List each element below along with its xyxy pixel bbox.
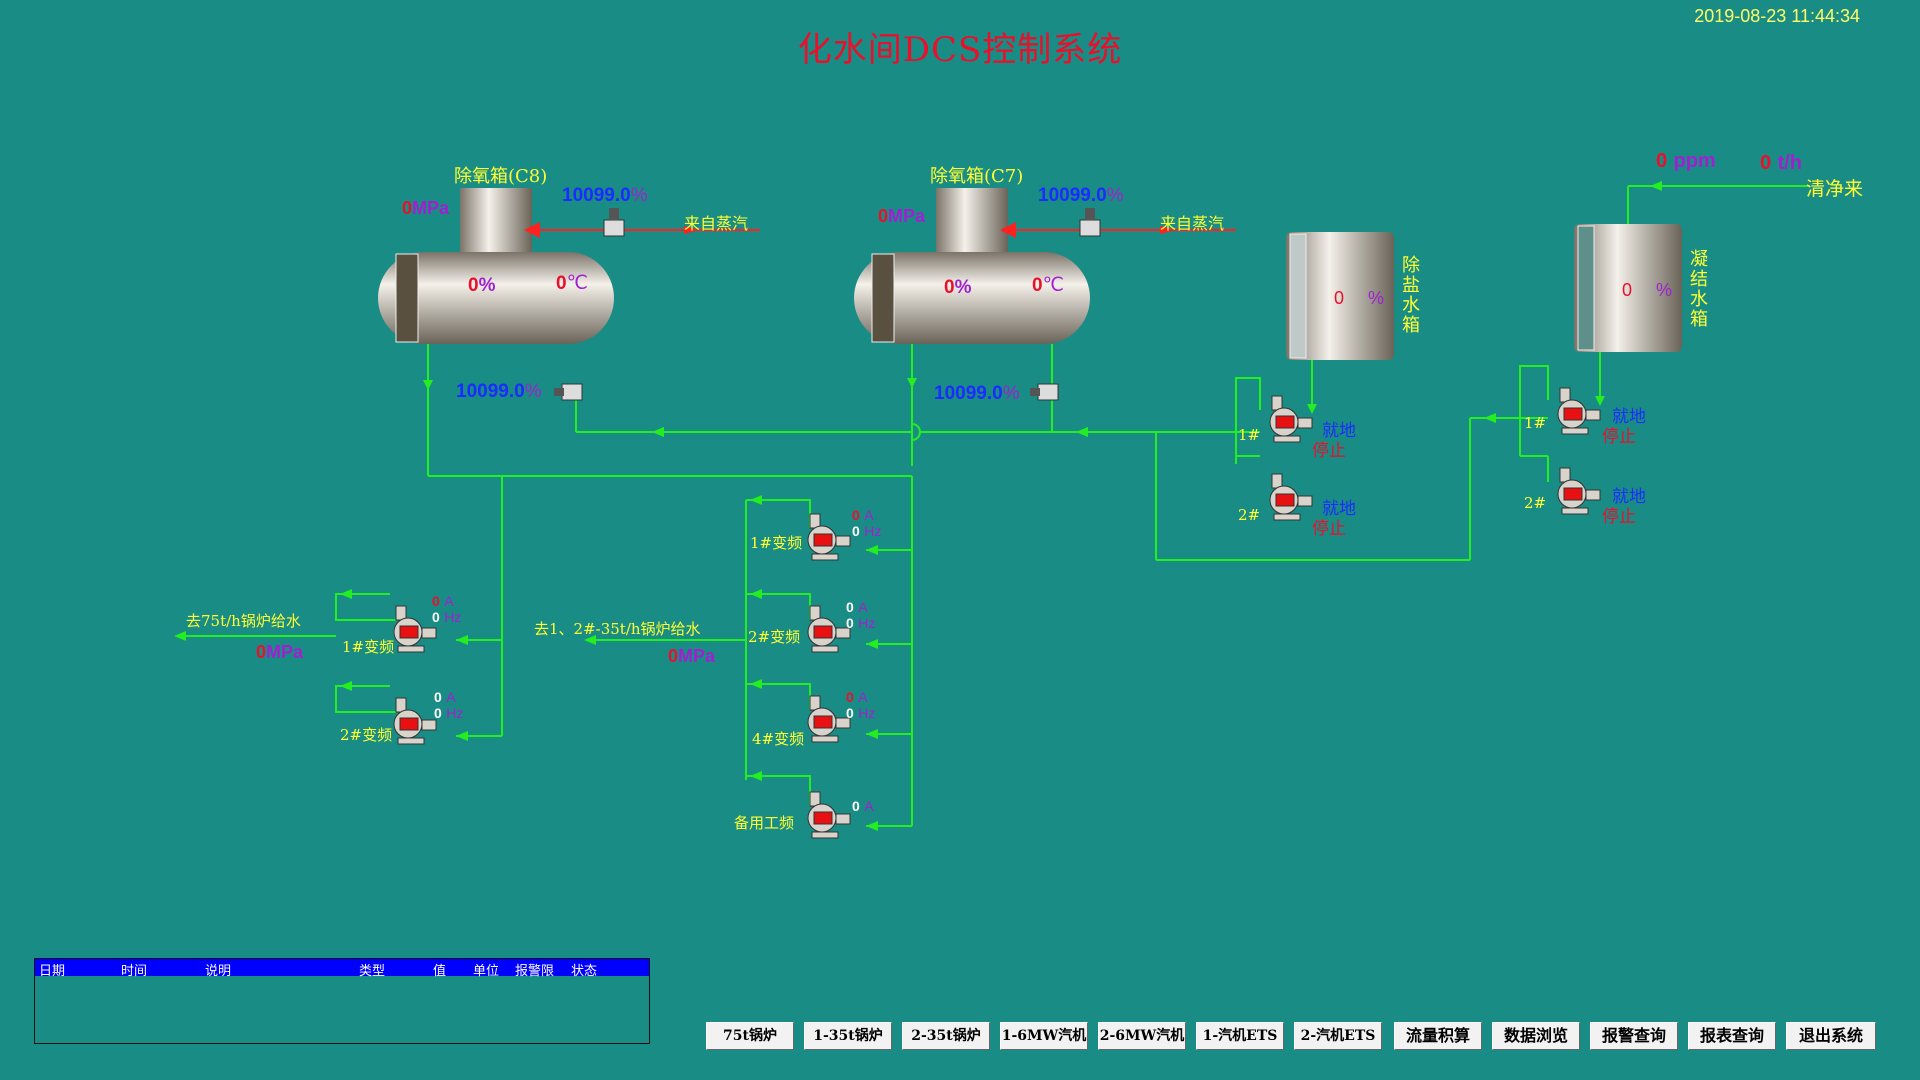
nav-button-2-6mw-turbine[interactable]: 2-6MW汽机 <box>1098 1022 1186 1050</box>
alarm-table-header: 日期 时间 说明 类型 值 单位 报警限 状态 <box>35 959 649 979</box>
condensate-tank-level: 0% <box>1622 280 1673 300</box>
deaerator-c8-steam-label: 来自蒸汽 <box>684 214 749 233</box>
nav-button-75t-boiler[interactable]: 75t锅炉 <box>706 1022 794 1050</box>
demin-pump-2-state: 停止 <box>1312 519 1346 539</box>
condensate-pump-2-state: 停止 <box>1602 507 1636 527</box>
condensate-pump-2-id: 2# <box>1524 494 1547 512</box>
deaerator-c7-level: 0% <box>944 277 972 298</box>
condensate-pump-1-state: 停止 <box>1602 427 1636 447</box>
clean-supply-label: 清净来 <box>1806 178 1864 200</box>
deaerator-c8-outlet-valve-pct: 10099.0% <box>456 381 542 402</box>
deaerator-c8-inlet-valve-pct: 10099.0% <box>562 185 648 206</box>
demin-pump-2-id: 2# <box>1238 506 1261 524</box>
condensate-pump-1-id: 1# <box>1524 414 1547 432</box>
valve-icon[interactable] <box>1030 383 1059 401</box>
deaerator-c7-pressure: 0MPa <box>878 206 926 226</box>
valve-icon[interactable] <box>603 208 625 237</box>
deaerator-c7-outlet-valve-pct: 10099.0% <box>934 383 1020 404</box>
condensate-tank-name: 凝结水箱 <box>1690 249 1708 330</box>
alarm-col-desc: 说明 <box>205 964 232 979</box>
alarm-table[interactable]: 日期 时间 说明 类型 值 单位 报警限 状态 <box>34 958 650 1044</box>
demin-tank-name: 除盐水箱 <box>1402 255 1420 336</box>
nav-button-1-6mw-turbine[interactable]: 1-6MW汽机 <box>1000 1022 1088 1050</box>
deaerator-c8-pressure: 0MPa <box>402 198 450 218</box>
deaerator-c8-temp: 0℃ <box>556 273 588 294</box>
feed-75t-pressure: 0MPa <box>256 642 304 662</box>
deaerator-c8-name: 除氧箱(C8) <box>454 166 548 187</box>
nav-button-flow-totalizer[interactable]: 流量积算 <box>1394 1022 1482 1050</box>
feed-75t-pump-1-name: 1#变频 <box>342 638 395 656</box>
valve-icon[interactable] <box>554 383 583 401</box>
nav-button-alarm-query[interactable]: 报警查询 <box>1590 1022 1678 1050</box>
demin-pump-1-mode: 就地 <box>1322 421 1356 441</box>
clean-supply-flow: 0 t/h <box>1760 152 1802 174</box>
demin-water-tank <box>1286 232 1394 360</box>
alarm-col-date: 日期 <box>39 964 66 979</box>
demin-pump-2-mode: 就地 <box>1322 499 1356 519</box>
deaerator-c8-level: 0% <box>468 275 496 296</box>
alarm-col-time: 时间 <box>121 964 148 979</box>
demin-tank-level: 0% <box>1334 288 1385 308</box>
clean-supply-ppm: 0 ppm <box>1656 150 1716 172</box>
condensate-pump-2-mode: 就地 <box>1612 487 1646 507</box>
nav-button-data-browse[interactable]: 数据浏览 <box>1492 1022 1580 1050</box>
feed-75t-pump-2-name: 2#变频 <box>340 726 393 744</box>
nav-button-1-turbine-ets[interactable]: 1-汽机ETS <box>1196 1022 1284 1050</box>
nav-button-exit-system[interactable]: 退出系统 <box>1786 1022 1876 1050</box>
alarm-col-limit: 报警限 <box>515 964 555 979</box>
nav-button-2-turbine-ets[interactable]: 2-汽机ETS <box>1294 1022 1382 1050</box>
nav-button-report-query[interactable]: 报表查询 <box>1688 1022 1776 1050</box>
deaerator-c8-tank <box>378 188 614 344</box>
alarm-col-status: 状态 <box>571 964 598 979</box>
feed-35t-standby-pump-readout: 0 A <box>852 798 874 814</box>
nav-button-1-35t-boiler[interactable]: 1-35t锅炉 <box>804 1022 892 1050</box>
feed-35t-pressure: 0MPa <box>668 646 716 666</box>
alarm-col-type: 类型 <box>359 964 386 979</box>
deaerator-c7-tank <box>854 188 1090 344</box>
demin-pump-1-state: 停止 <box>1312 441 1346 461</box>
feed-35t-pump-4-name: 4#变频 <box>752 730 805 748</box>
condensate-pump-1-mode: 就地 <box>1612 407 1646 427</box>
feed-75t-label: 去75t/h锅炉给水 <box>186 612 301 630</box>
feed-35t-pump-1-name: 1#变频 <box>750 534 803 552</box>
deaerator-c7-name: 除氧箱(C7) <box>930 166 1024 187</box>
feed-35t-label: 去1、2#-35t/h锅炉给水 <box>534 620 701 638</box>
demin-pump-1-id: 1# <box>1238 426 1261 444</box>
alarm-col-unit: 单位 <box>473 964 500 979</box>
condensate-water-tank <box>1574 224 1682 352</box>
feed-35t-standby-pump-name: 备用工频 <box>734 814 795 832</box>
nav-button-2-35t-boiler[interactable]: 2-35t锅炉 <box>902 1022 990 1050</box>
valve-icon[interactable] <box>1079 208 1101 237</box>
deaerator-c7-steam-label: 来自蒸汽 <box>1160 214 1225 233</box>
feed-35t-pump-2-name: 2#变频 <box>748 628 801 646</box>
alarm-col-value: 值 <box>433 964 447 979</box>
datetime: 2019-08-23 11:44:34 <box>1694 6 1860 26</box>
deaerator-c7-temp: 0℃ <box>1032 275 1064 296</box>
page-title: 化水间DCS控制系统 <box>797 30 1123 70</box>
pump-icon[interactable] <box>393 387 1601 839</box>
water-pipes <box>180 185 1810 827</box>
deaerator-c7-inlet-valve-pct: 10099.0% <box>1038 185 1124 206</box>
